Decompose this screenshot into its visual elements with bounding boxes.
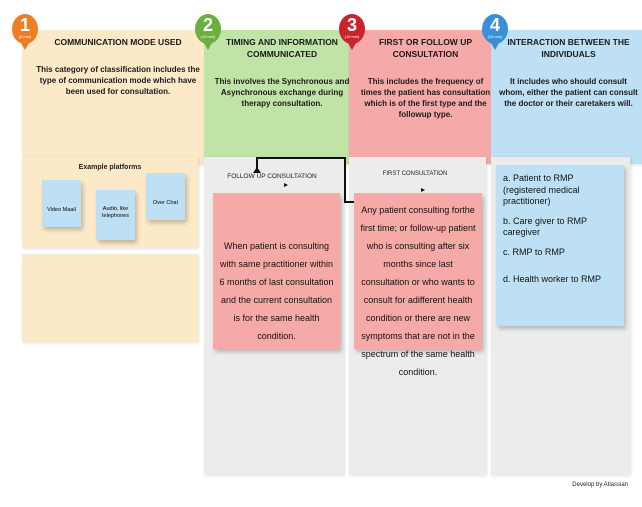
platform-sticky-chat[interactable]: Over Chat (146, 173, 185, 220)
empty-panel (22, 254, 198, 342)
column-header-timing: TIMING AND INFORMATION COMMUNICATED This… (204, 30, 360, 164)
interaction-item: a. Patient to RMP (registered medical pr… (503, 173, 580, 206)
platform-sticky-video[interactable]: Video Maail (42, 180, 81, 227)
step-number: 1 (19, 15, 30, 35)
step-badge-4: 4 (10 min) (482, 14, 508, 50)
first-consultation-label: FIRST CONSULTATION (382, 171, 448, 177)
platform-sticky-audio[interactable]: Audio, like telephones (96, 190, 135, 240)
platforms-heading: Example platforms (78, 164, 142, 171)
column-title: COMMUNICATION MODE USED (54, 37, 182, 47)
column-header-first-followup: FIRST OR FOLLOW UP CONSULTATION This inc… (349, 30, 502, 164)
follow-up-label: FOLLOW UP CONSULTATION (227, 173, 317, 180)
follow-up-text: When patient is consulting with same pra… (219, 241, 334, 341)
step-duration: (10 min) (200, 34, 216, 39)
step-badge-1: 1 (5 min) (12, 14, 38, 50)
interaction-item: c. RMP to RMP (503, 246, 565, 257)
step-number: 3 (346, 15, 357, 35)
footer-credit: Develop by Atlassian (572, 482, 628, 488)
first-consultation-sticky[interactable]: Any patient consulting forthe first time… (354, 193, 482, 377)
step-badge-3: 3 (10 min) (339, 14, 365, 50)
column-description: This category of classification includes… (36, 65, 200, 96)
interaction-item: d. Health worker to RMP (503, 274, 602, 284)
step-number: 4 (489, 15, 500, 35)
first-consultation-text: Any patient consulting forthe first time… (360, 205, 476, 377)
step-badge-2: 2 (10 min) (195, 14, 221, 50)
column-header-interaction: INTERACTION BETWEEN THE INDIVIDUALS It i… (491, 30, 642, 164)
step-duration: (10 min) (344, 34, 360, 39)
platform-label: Audio, like telephones (102, 206, 129, 219)
interaction-item: b. Care giver to RMP caregiver (503, 215, 587, 238)
column-title: TIMING AND INFORMATION COMMUNICATED (226, 37, 338, 59)
platform-label: Over Chat (152, 200, 179, 206)
step-number: 2 (202, 15, 213, 35)
step-duration: (10 min) (487, 34, 503, 39)
column-description: It includes who should consult whom, eit… (499, 77, 638, 108)
column-header-communication-mode: COMMUNICATION MODE USED This category of… (22, 30, 214, 164)
column-description: This includes the frequency of times the… (360, 77, 491, 119)
interaction-sticky[interactable]: a. Patient to RMP (registered medical pr… (496, 165, 624, 326)
column-title: FIRST OR FOLLOW UP CONSULTATION (378, 37, 473, 59)
column-description: This involves the Synchronous and Asynch… (214, 77, 350, 108)
follow-up-sticky[interactable]: When patient is consulting with same pra… (213, 193, 340, 349)
platform-label: Video Maail (47, 207, 76, 213)
step-duration: (5 min) (18, 34, 32, 39)
column-title: INTERACTION BETWEEN THE INDIVIDUALS (507, 37, 630, 59)
